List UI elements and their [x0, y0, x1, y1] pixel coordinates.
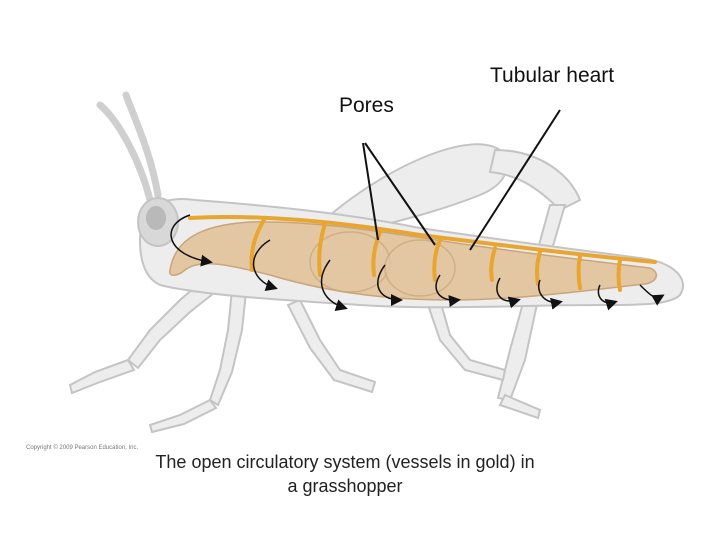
circulation-arrows	[170, 214, 665, 311]
tubular-heart-label: Tubular heart	[490, 64, 615, 87]
pores-pointer-2	[364, 142, 436, 246]
copyright-text: Copyright © 2009 Pearson Education, Inc.	[26, 445, 139, 451]
pointer-lines	[362, 109, 561, 251]
tubular-heart-vessel	[188, 214, 657, 292]
figure-caption: The open circulatory system (vessels in …	[155, 452, 535, 496]
pores-pointer-1	[362, 142, 379, 241]
pores-label: Pores	[339, 94, 394, 117]
antennae	[96, 91, 162, 204]
heart-pointer	[469, 109, 561, 251]
